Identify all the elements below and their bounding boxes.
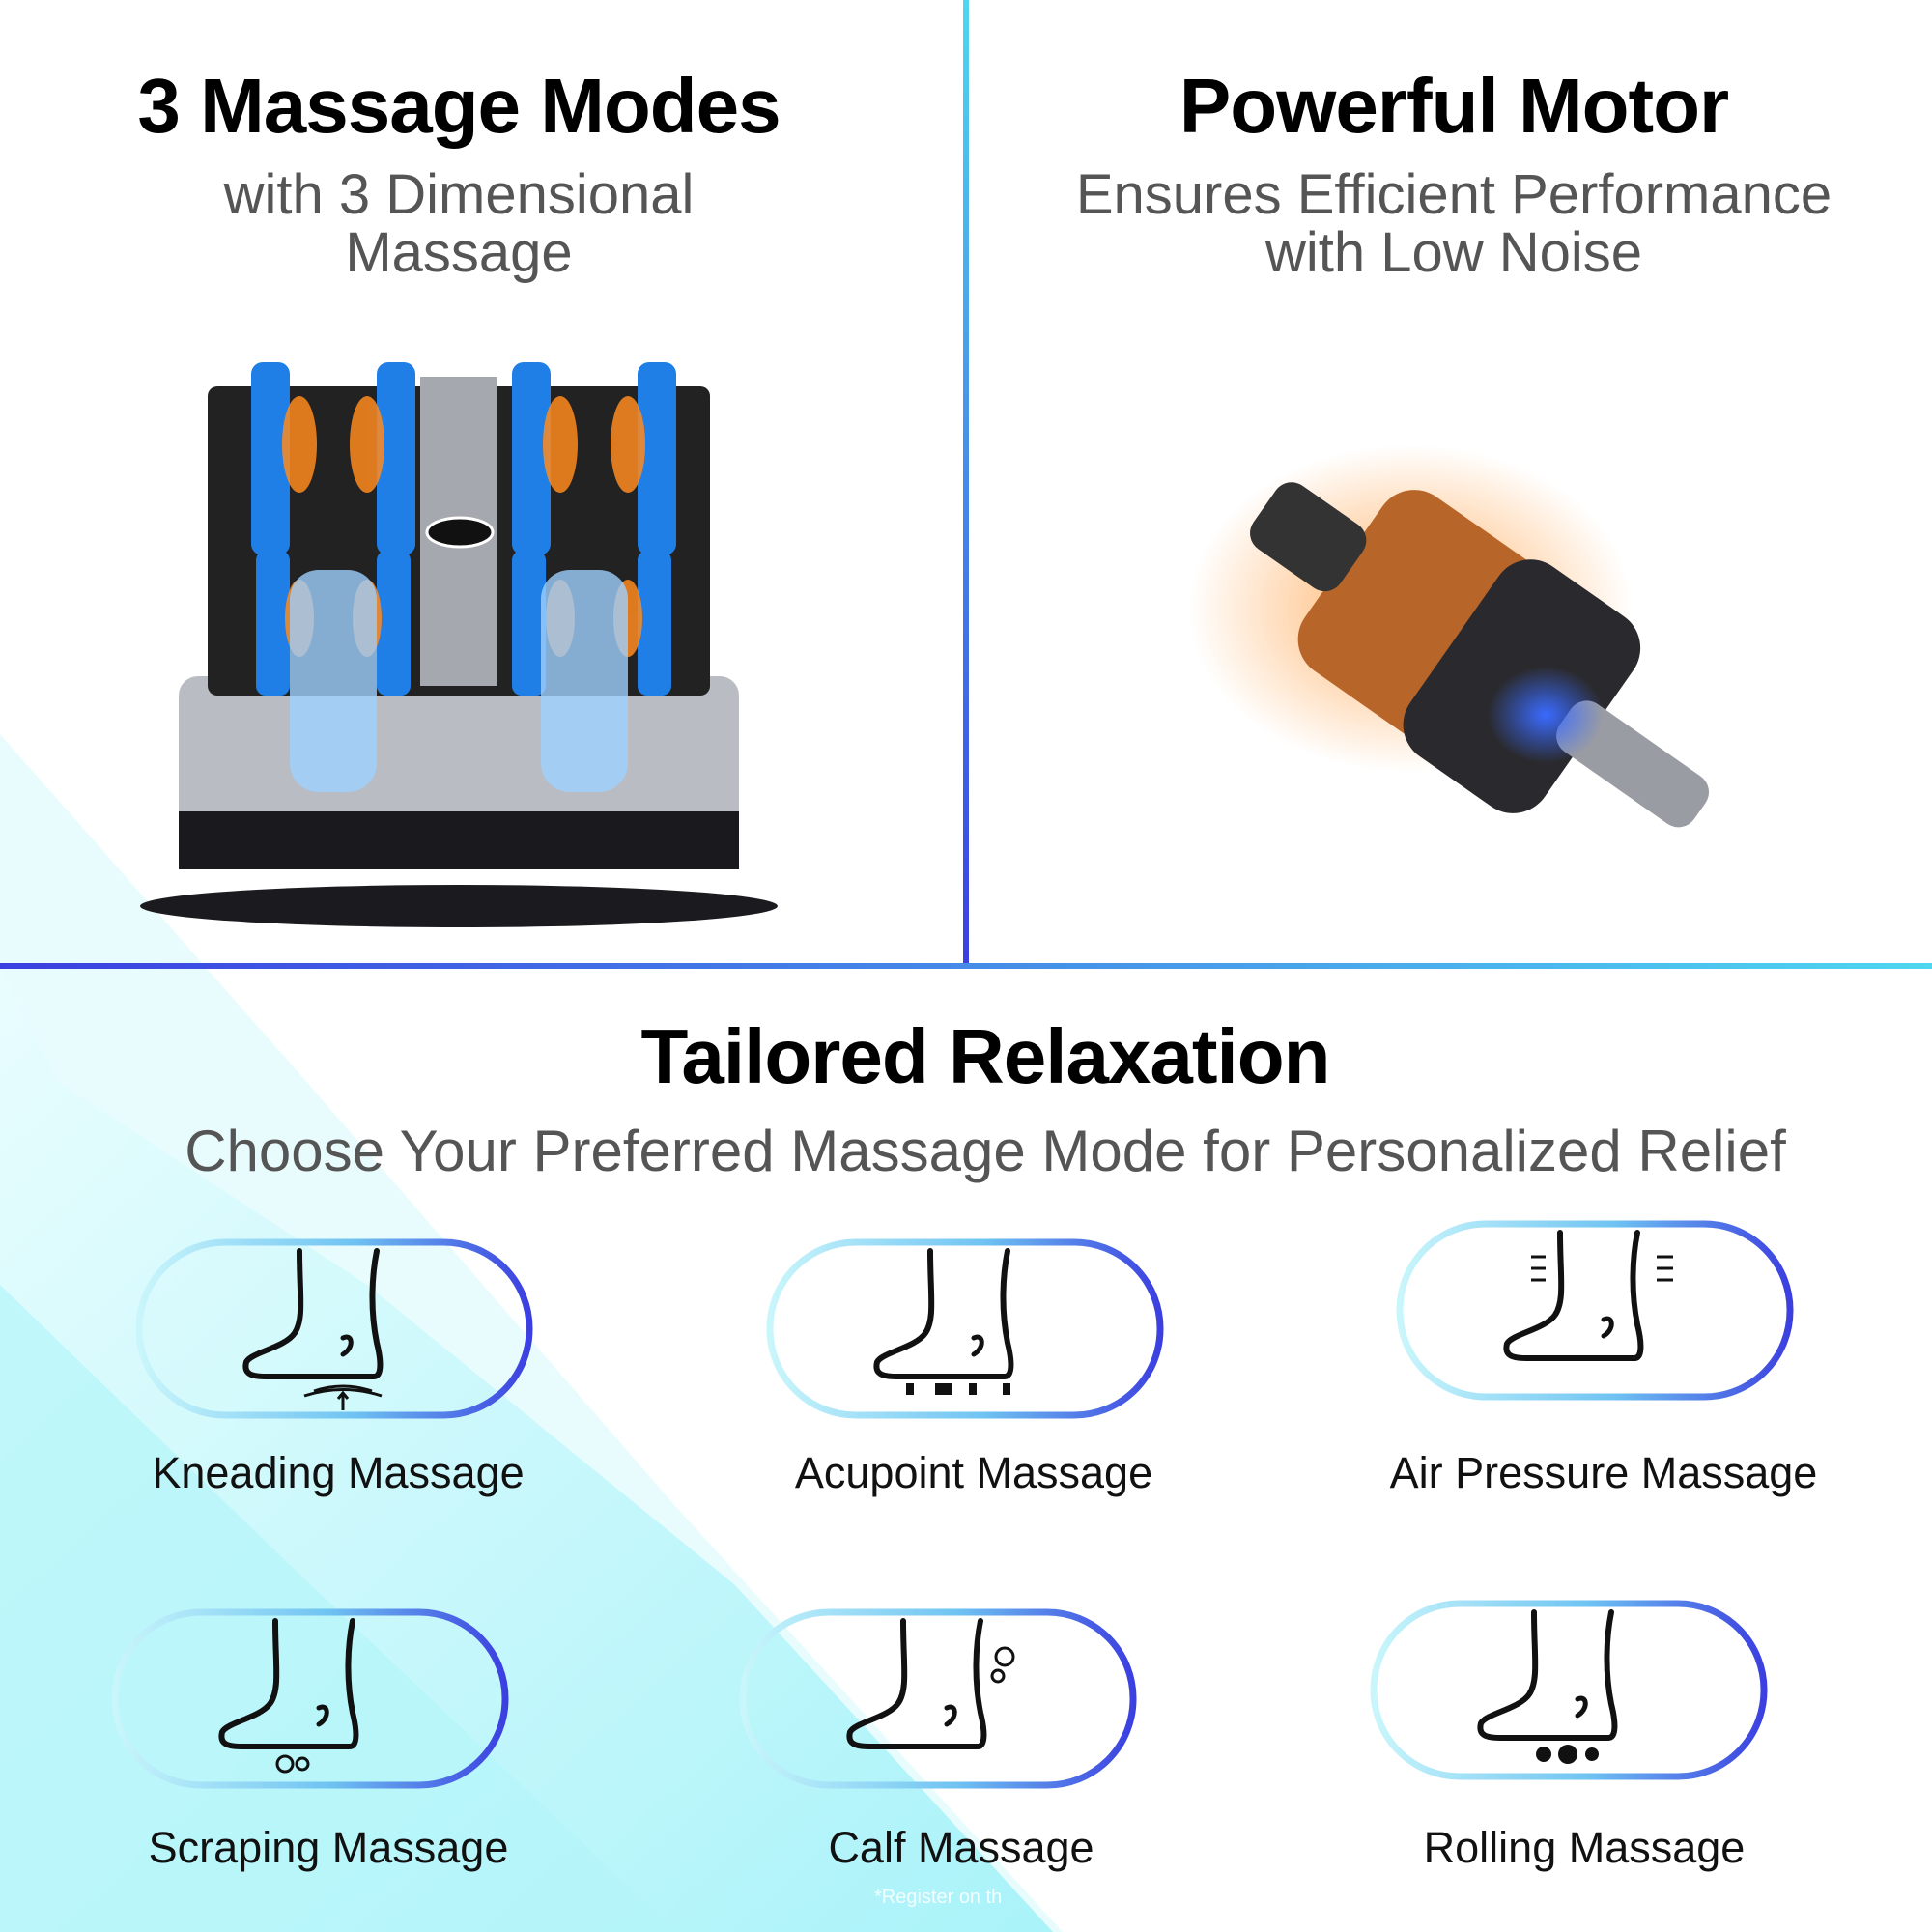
left-panel-subtitle-2: Massage	[345, 221, 573, 284]
brand-logo	[425, 516, 495, 549]
mode-label: Kneading Massage	[152, 1448, 525, 1497]
mode-pill-air-pressure-massage	[1396, 1220, 1794, 1401]
foot-massager-image	[140, 362, 778, 927]
foot-kneading-icon	[245, 1251, 382, 1410]
mode-label: Acupoint Massage	[794, 1448, 1153, 1497]
left-panel-title: 3 Massage Modes	[137, 63, 781, 149]
mode-label: Rolling Massage	[1423, 1823, 1746, 1872]
mode-pill-rolling-massage	[1370, 1600, 1768, 1780]
footnote: *Register on th	[874, 1887, 1003, 1908]
foot-acupoint-icon	[876, 1251, 1010, 1395]
right-panel-subtitle-1: Ensures Efficient Performance	[1075, 163, 1833, 226]
left-panel-subtitle-1: with 3 Dimensional	[223, 163, 695, 226]
bottom-title: Tailored Relaxation	[640, 1013, 1330, 1099]
foot-scraping-icon	[221, 1621, 355, 1774]
foot-calf-icon	[849, 1621, 1015, 1747]
motor-image	[1188, 444, 1710, 828]
bottom-subtitle: Choose Your Preferred Massage Mode for P…	[185, 1119, 1786, 1183]
foot-air-pressure-icon	[1506, 1233, 1673, 1358]
mode-pill-calf-massage	[739, 1608, 1137, 1789]
mode-label: Calf Massage	[828, 1823, 1094, 1872]
right-panel-title: Powerful Motor	[1179, 63, 1729, 149]
mode-pill-acupoint-massage	[766, 1238, 1164, 1419]
panel-dividers	[0, 0, 1932, 969]
mode-label: Scraping Massage	[148, 1823, 509, 1872]
right-panel-subtitle-2: with Low Noise	[1264, 221, 1643, 284]
mode-label: Air Pressure Massage	[1389, 1448, 1818, 1497]
mode-pill-kneading-massage	[135, 1238, 533, 1419]
foot-rolling-icon	[1480, 1612, 1614, 1764]
mode-pill-scraping-massage	[111, 1608, 509, 1789]
